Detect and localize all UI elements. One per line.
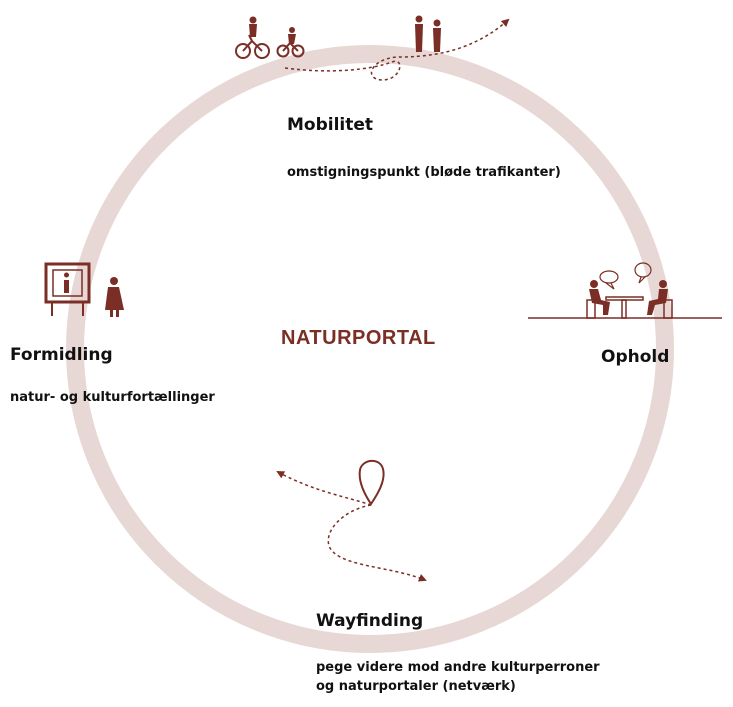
formidling-title: Formidling (10, 345, 113, 365)
mobilitet-icons (235, 15, 441, 59)
cycle-ring (66, 45, 674, 653)
info-sign-icon (44, 262, 91, 316)
wayfinding-subtitle-line-1: pege videre mod andre kulturperroner (316, 660, 600, 675)
wayfinding-title: Wayfinding (316, 611, 424, 631)
ophold-title: Ophold (601, 347, 670, 367)
ophold-icons (528, 262, 722, 319)
pedestrian-icon (415, 15, 423, 52)
mobilitet-title: Mobilitet (287, 115, 374, 135)
center-label: NATURPORTAL (281, 327, 436, 349)
formidling-icons (44, 262, 124, 317)
wayfinding-subtitle-line-2: og naturportaler (netværk) (316, 679, 516, 694)
cyclist-icon (235, 16, 270, 59)
mobilitet-subtitle: omstigningspunkt (bløde trafikanter) (287, 165, 561, 180)
seated-people-table-icon (586, 280, 673, 319)
child-cyclist-icon (276, 27, 305, 58)
person-reading-icon (105, 277, 124, 317)
dashed-route-arrow-icon (284, 18, 510, 81)
dashed-route-arrow-icon (327, 504, 427, 582)
location-pin-icon (358, 459, 385, 506)
wayfinding-icons (276, 459, 427, 582)
speech-bubble-icon (599, 262, 652, 290)
dashed-route-arrow-icon (276, 471, 372, 506)
formidling-subtitle: natur- og kulturfortællinger (10, 390, 215, 405)
pedestrian-icon (433, 19, 441, 52)
